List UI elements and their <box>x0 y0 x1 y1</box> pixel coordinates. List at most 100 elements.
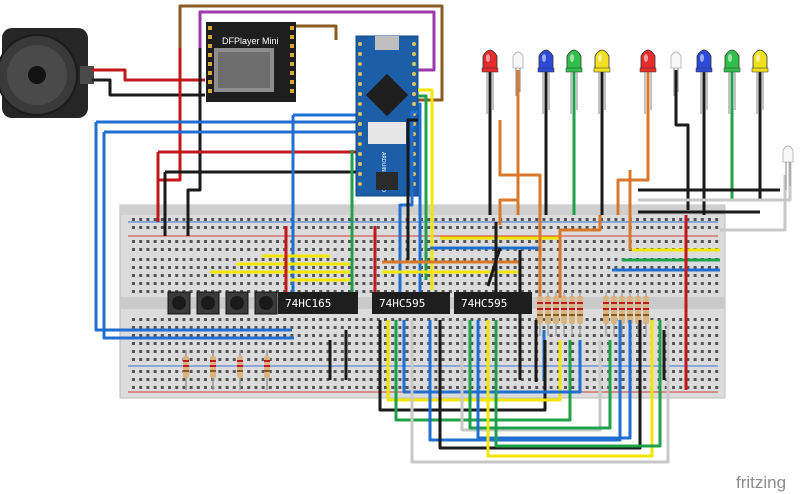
breadboard-hole <box>592 370 596 373</box>
breadboard-hole <box>578 274 582 277</box>
breadboard-hole <box>175 274 179 277</box>
breadboard-hole <box>384 258 387 261</box>
breadboard-hole <box>326 266 330 269</box>
breadboard-hole <box>204 334 207 337</box>
breadboard-hole <box>456 266 459 269</box>
arduino-pin <box>412 52 416 56</box>
breadboard-hole <box>146 266 150 269</box>
breadboard-hole <box>564 274 567 277</box>
breadboard-hole <box>240 274 243 277</box>
breadboard-hole <box>362 282 366 285</box>
breadboard-hole <box>218 386 222 389</box>
breadboard-hole <box>549 266 553 269</box>
breadboard-hole <box>304 378 308 381</box>
breadboard-hole <box>477 318 481 321</box>
breadboard-hole <box>679 378 683 381</box>
breadboard-hole <box>657 240 661 243</box>
breadboard-hole <box>535 386 539 389</box>
breadboard-hole <box>189 358 193 361</box>
resistor-band <box>210 360 216 362</box>
breadboard-hole <box>528 274 531 277</box>
breadboard-hole <box>218 318 222 321</box>
breadboard-hole <box>283 378 287 381</box>
breadboard-hole <box>456 334 459 337</box>
breadboard-hole <box>139 258 143 261</box>
breadboard-hole <box>175 378 179 381</box>
breadboard-hole <box>679 290 683 293</box>
breadboard-hole <box>254 218 258 221</box>
breadboard-hole <box>297 248 301 251</box>
led-green <box>565 49 583 114</box>
breadboard-hole <box>384 290 387 293</box>
breadboard-hole <box>333 326 337 329</box>
breadboard-hole <box>592 248 596 251</box>
breadboard-hole <box>636 226 639 229</box>
breadboard-hole <box>650 318 654 321</box>
breadboard-hole <box>232 266 236 269</box>
breadboard-hole <box>484 240 488 243</box>
breadboard-hole <box>513 290 517 293</box>
breadboard-hole <box>153 334 157 337</box>
breadboard-hole <box>628 282 632 285</box>
breadboard-hole <box>470 240 474 243</box>
breadboard-hole <box>513 350 517 353</box>
breadboard-hole <box>146 240 150 243</box>
breadboard-hole <box>175 334 179 337</box>
breadboard-hole <box>614 290 618 293</box>
breadboard-hole <box>571 282 575 285</box>
breadboard-hole <box>484 266 488 269</box>
breadboard-hole <box>132 318 135 321</box>
breadboard-hole <box>304 342 308 345</box>
breadboard-hole <box>240 378 243 381</box>
breadboard-hole <box>340 266 344 269</box>
breadboard-hole <box>506 290 510 293</box>
led-highlight <box>728 54 732 62</box>
breadboard-hole <box>369 274 373 277</box>
breadboard-hole <box>355 326 359 329</box>
breadboard-hole <box>621 218 625 221</box>
arduino-pin <box>358 72 362 76</box>
breadboard-hole <box>355 218 359 221</box>
breadboard-hole <box>621 358 625 361</box>
breadboard-hole <box>412 226 416 229</box>
breadboard-hole <box>153 370 157 373</box>
breadboard-hole <box>585 386 589 389</box>
breadboard-hole <box>369 290 373 293</box>
speaker <box>0 28 94 118</box>
breadboard-hole <box>700 282 704 285</box>
breadboard-hole <box>571 226 575 229</box>
breadboard-hole <box>168 350 171 353</box>
resistor-band <box>237 365 243 367</box>
breadboard-hole <box>556 386 560 389</box>
breadboard-hole <box>132 274 135 277</box>
breadboard-hole <box>427 226 431 229</box>
breadboard-hole <box>218 350 222 353</box>
breadboard-hole <box>628 274 632 277</box>
breadboard-hole <box>139 290 143 293</box>
arduino-pin <box>358 172 362 176</box>
breadboard-hole <box>528 258 531 261</box>
breadboard-hole <box>304 370 308 373</box>
breadboard-hole <box>254 318 258 321</box>
breadboard-hole <box>556 342 560 345</box>
resistor-band <box>537 314 543 316</box>
breadboard-hole <box>463 334 467 337</box>
breadboard-hole <box>693 386 697 389</box>
breadboard-hole <box>348 282 351 285</box>
breadboard-hole <box>463 350 467 353</box>
breadboard-hole <box>268 266 272 269</box>
breadboard-hole <box>160 342 164 345</box>
breadboard-hole <box>232 248 236 251</box>
breadboard-hole <box>484 226 488 229</box>
breadboard-hole <box>672 326 675 329</box>
breadboard-hole <box>427 282 431 285</box>
breadboard-hole <box>189 326 193 329</box>
breadboard-hole <box>369 226 373 229</box>
resistor-band <box>183 370 189 372</box>
arduino-pin <box>412 102 416 106</box>
fritzing-brand-text: fritzing <box>736 473 786 492</box>
breadboard-hole <box>312 342 315 345</box>
breadboard-hole <box>276 240 279 243</box>
breadboard-hole <box>441 378 445 381</box>
breadboard-hole <box>333 370 337 373</box>
